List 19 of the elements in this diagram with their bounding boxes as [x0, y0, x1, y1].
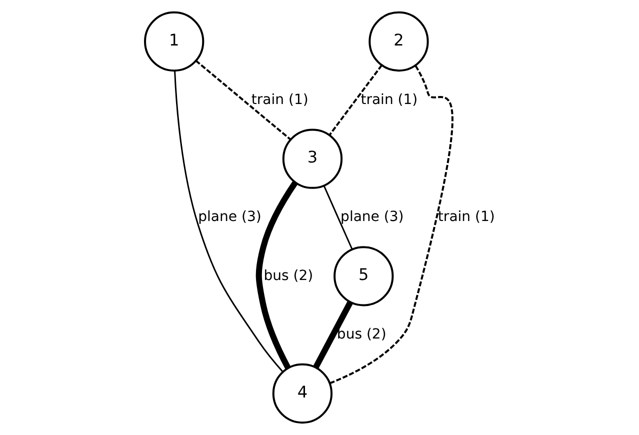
edge-label: bus (2) — [336, 326, 386, 343]
node-circle: 2 — [368, 11, 428, 72]
connector — [312, 300, 352, 369]
node-circle: 5 — [333, 246, 394, 306]
node-circle: 1 — [144, 11, 204, 72]
edge-label: train (1) — [360, 92, 418, 108]
edge-label: train (1) — [437, 209, 494, 226]
connector — [328, 64, 382, 136]
connector — [255, 180, 298, 370]
connector — [194, 60, 290, 140]
node-circle: 3 — [282, 128, 342, 189]
node-circle: 4 — [272, 363, 332, 424]
edge-label: plane (3) — [340, 209, 404, 226]
edge-label: train (1) — [250, 92, 308, 108]
connector — [174, 70, 283, 372]
edge-label: plane (3) — [198, 209, 261, 226]
connector — [322, 185, 352, 250]
connector — [328, 65, 453, 384]
edge-label: bus (2) — [263, 268, 313, 284]
